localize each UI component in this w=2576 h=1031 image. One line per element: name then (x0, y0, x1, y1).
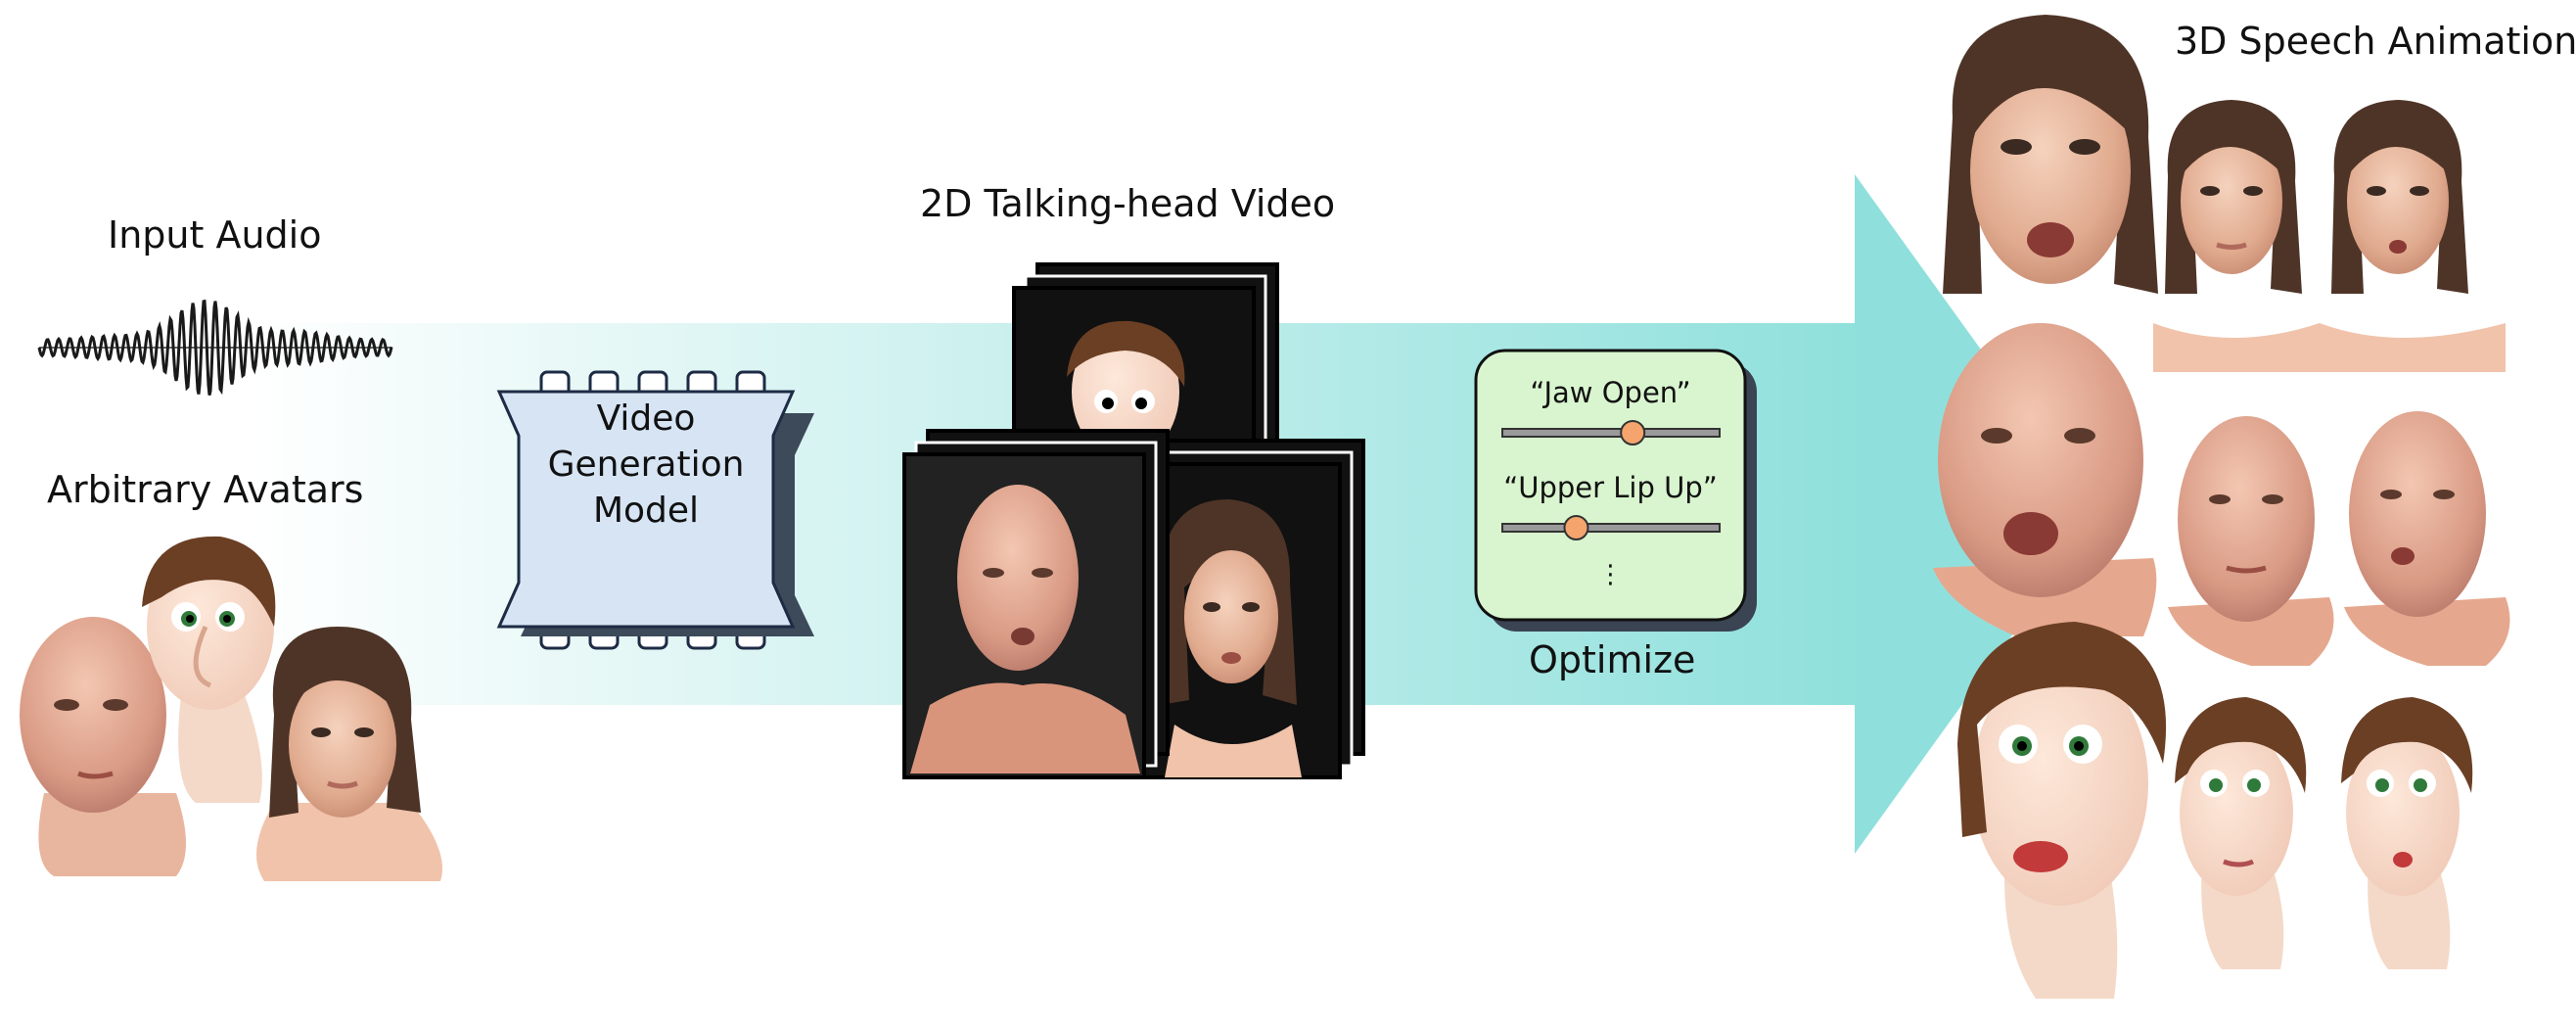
output-cartoon-row (1957, 622, 2473, 999)
output-man-row (1933, 323, 2510, 666)
talking-head-video-label: 2D Talking-head Video (920, 182, 1336, 225)
more-sliders-ellipsis: ⋮ (1597, 560, 1624, 589)
arbitrary-avatars-label: Arbitrary Avatars (47, 468, 364, 511)
jaw-open-slider-knob[interactable] (1620, 420, 1646, 445)
avatar-cartoon-boy-icon (142, 536, 276, 803)
input-audio-label: Input Audio (108, 213, 322, 257)
optimize-label: Optimize (1529, 638, 1696, 681)
avatar-man-icon (20, 617, 186, 876)
avatar-woman-icon (256, 627, 442, 881)
upper-lip-up-slider-knob[interactable] (1563, 515, 1589, 540)
video-model-line3: Model (592, 491, 700, 531)
video-model-line1: Video (596, 398, 696, 439)
video-model-line2: Generation (547, 445, 745, 485)
blendshape-panel (1474, 349, 1757, 632)
jaw-open-label: “Jaw Open” (1530, 376, 1691, 409)
upper-lip-up-label: “Upper Lip Up” (1503, 471, 1718, 504)
video-generation-model-label: Video Generation Model (499, 396, 793, 534)
audio-waveform-icon (37, 299, 393, 396)
video-generation-model-icon (496, 370, 814, 650)
talking-head-frames (902, 262, 1365, 779)
speech-animation-label: 3D Speech Animation (2175, 20, 2576, 63)
output-woman-row (1943, 15, 2506, 372)
